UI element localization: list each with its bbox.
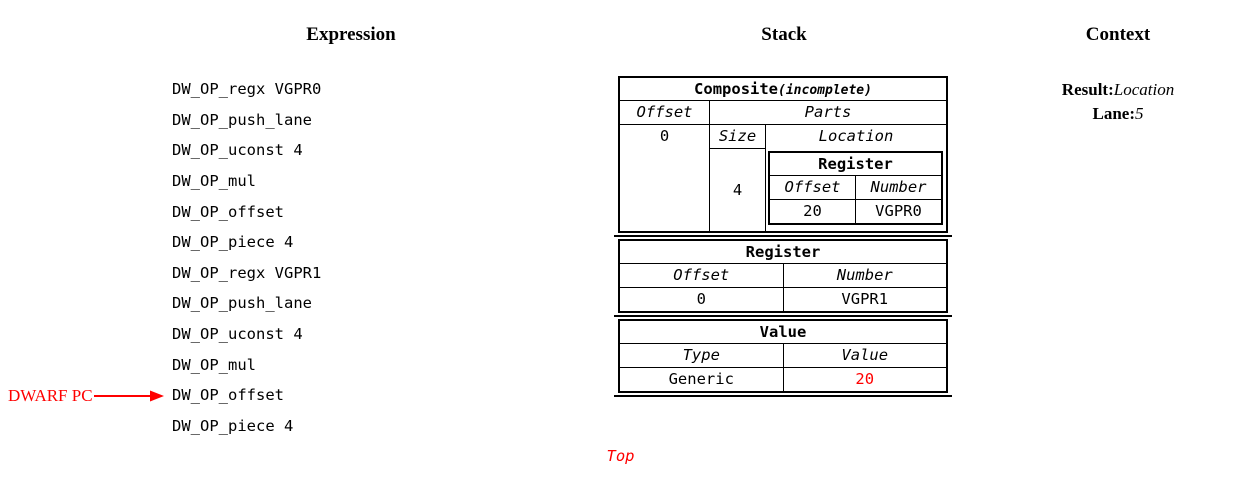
nested-register-value-row: 20 VGPR0: [770, 199, 941, 223]
nested-register-box: Register Offset Number 20 VGPR0: [768, 151, 943, 225]
context-lane-value: 5: [1135, 104, 1144, 123]
composite-size-header: Size: [718, 127, 757, 145]
expression-op: DW_OP_offset: [172, 386, 284, 405]
context-column-title: Context: [1085, 24, 1151, 45]
register-number-header: Number: [836, 266, 893, 284]
composite-offset-value: 0: [620, 124, 709, 148]
composite-location-column: Location Register Offset Number 20 VGPR0: [766, 125, 946, 231]
expression-op: DW_OP_regx VGPR0: [172, 80, 322, 98]
composite-parts-column: Parts Size 4 Location Register Offset: [710, 100, 946, 231]
nested-register-offset-value: 20: [770, 200, 856, 223]
stack-separator: [614, 315, 952, 317]
context-result-key: Result:: [1061, 80, 1114, 99]
nested-register-offset-header: Offset: [770, 176, 856, 199]
composite-parts-header: Parts: [804, 103, 852, 121]
expression-column-title: Expression: [306, 24, 396, 45]
register-offset-header: Offset: [620, 264, 784, 287]
expression-op: DW_OP_regx VGPR1: [172, 263, 322, 282]
context-result-value: Location: [1113, 80, 1175, 99]
stack-bottom-rule: [614, 395, 952, 397]
value-value-value: 20: [855, 370, 875, 388]
register-value-row: 0 VGPR1: [620, 287, 946, 311]
register-title: Register: [745, 243, 821, 261]
context-lane-row: Lane:5: [1000, 102, 1236, 126]
register-offset-value: 0: [620, 288, 784, 311]
nested-register-header-row: Offset Number: [770, 175, 941, 199]
expression-op: DW_OP_uconst 4: [172, 325, 303, 344]
expression-op: DW_OP_mul: [172, 171, 256, 190]
composite-offset-header: Offset: [636, 103, 693, 121]
dwarf-pc-label: DWARF PC: [8, 385, 93, 405]
expression-op: DW_OP_mul: [172, 355, 256, 374]
value-value-row: Generic 20: [620, 367, 946, 391]
nested-register-number-value: VGPR0: [875, 202, 922, 220]
context-lane-key: Lane:: [1092, 104, 1136, 123]
nested-register-title: Register: [818, 155, 893, 173]
composite-title-suffix: (incomplete): [778, 83, 872, 98]
composite-title: Composite(incomplete): [620, 78, 946, 100]
arrow-right-icon: [93, 390, 164, 401]
dwarf-pc-marker: DWARF PC: [8, 386, 164, 406]
register-header-row: Offset Number: [620, 263, 946, 287]
composite-location-header: Location: [818, 127, 894, 145]
context-result-row: Result:Location: [1000, 78, 1236, 102]
stack-entries: Composite(incomplete) Offset 0 Parts Siz…: [614, 76, 952, 399]
expression-op: DW_OP_push_lane: [172, 294, 312, 313]
composite-title-text: Composite: [694, 80, 779, 98]
stack-entry-register: Register Offset Number 0 VGPR1: [618, 239, 948, 313]
stack-top-label: Top: [606, 447, 635, 465]
stack-separator: [614, 235, 952, 237]
composite-offset-column: Offset 0: [620, 100, 710, 231]
value-type-header: Type: [620, 344, 784, 367]
stack-column-title: Stack: [761, 24, 807, 45]
value-value-header: Value: [841, 346, 889, 364]
expression-op: DW_OP_uconst 4: [172, 141, 303, 160]
expression-op: DW_OP_piece 4: [172, 233, 294, 252]
expression-op: DW_OP_offset: [172, 202, 284, 221]
register-number-value: VGPR1: [841, 290, 889, 308]
expression-op: DW_OP_piece 4: [172, 417, 294, 436]
value-title: Value: [759, 323, 807, 341]
value-header-row: Type Value: [620, 343, 946, 367]
stack-entry-value: Value Type Value Generic 20: [618, 319, 948, 393]
expression-op: DW_OP_push_lane: [172, 110, 312, 129]
composite-size-column: Size 4: [710, 125, 766, 231]
nested-register-number-header: Number: [870, 178, 927, 196]
expression-operation-list: DW_OP_regx VGPR0 DW_OP_push_lane DW_OP_u…: [172, 74, 321, 442]
stack-entry-composite: Composite(incomplete) Offset 0 Parts Siz…: [618, 76, 948, 233]
composite-part-size-value: 4: [710, 148, 765, 231]
context-values: Result:Location Lane:5: [1000, 78, 1236, 126]
value-type-value: Generic: [620, 368, 784, 391]
